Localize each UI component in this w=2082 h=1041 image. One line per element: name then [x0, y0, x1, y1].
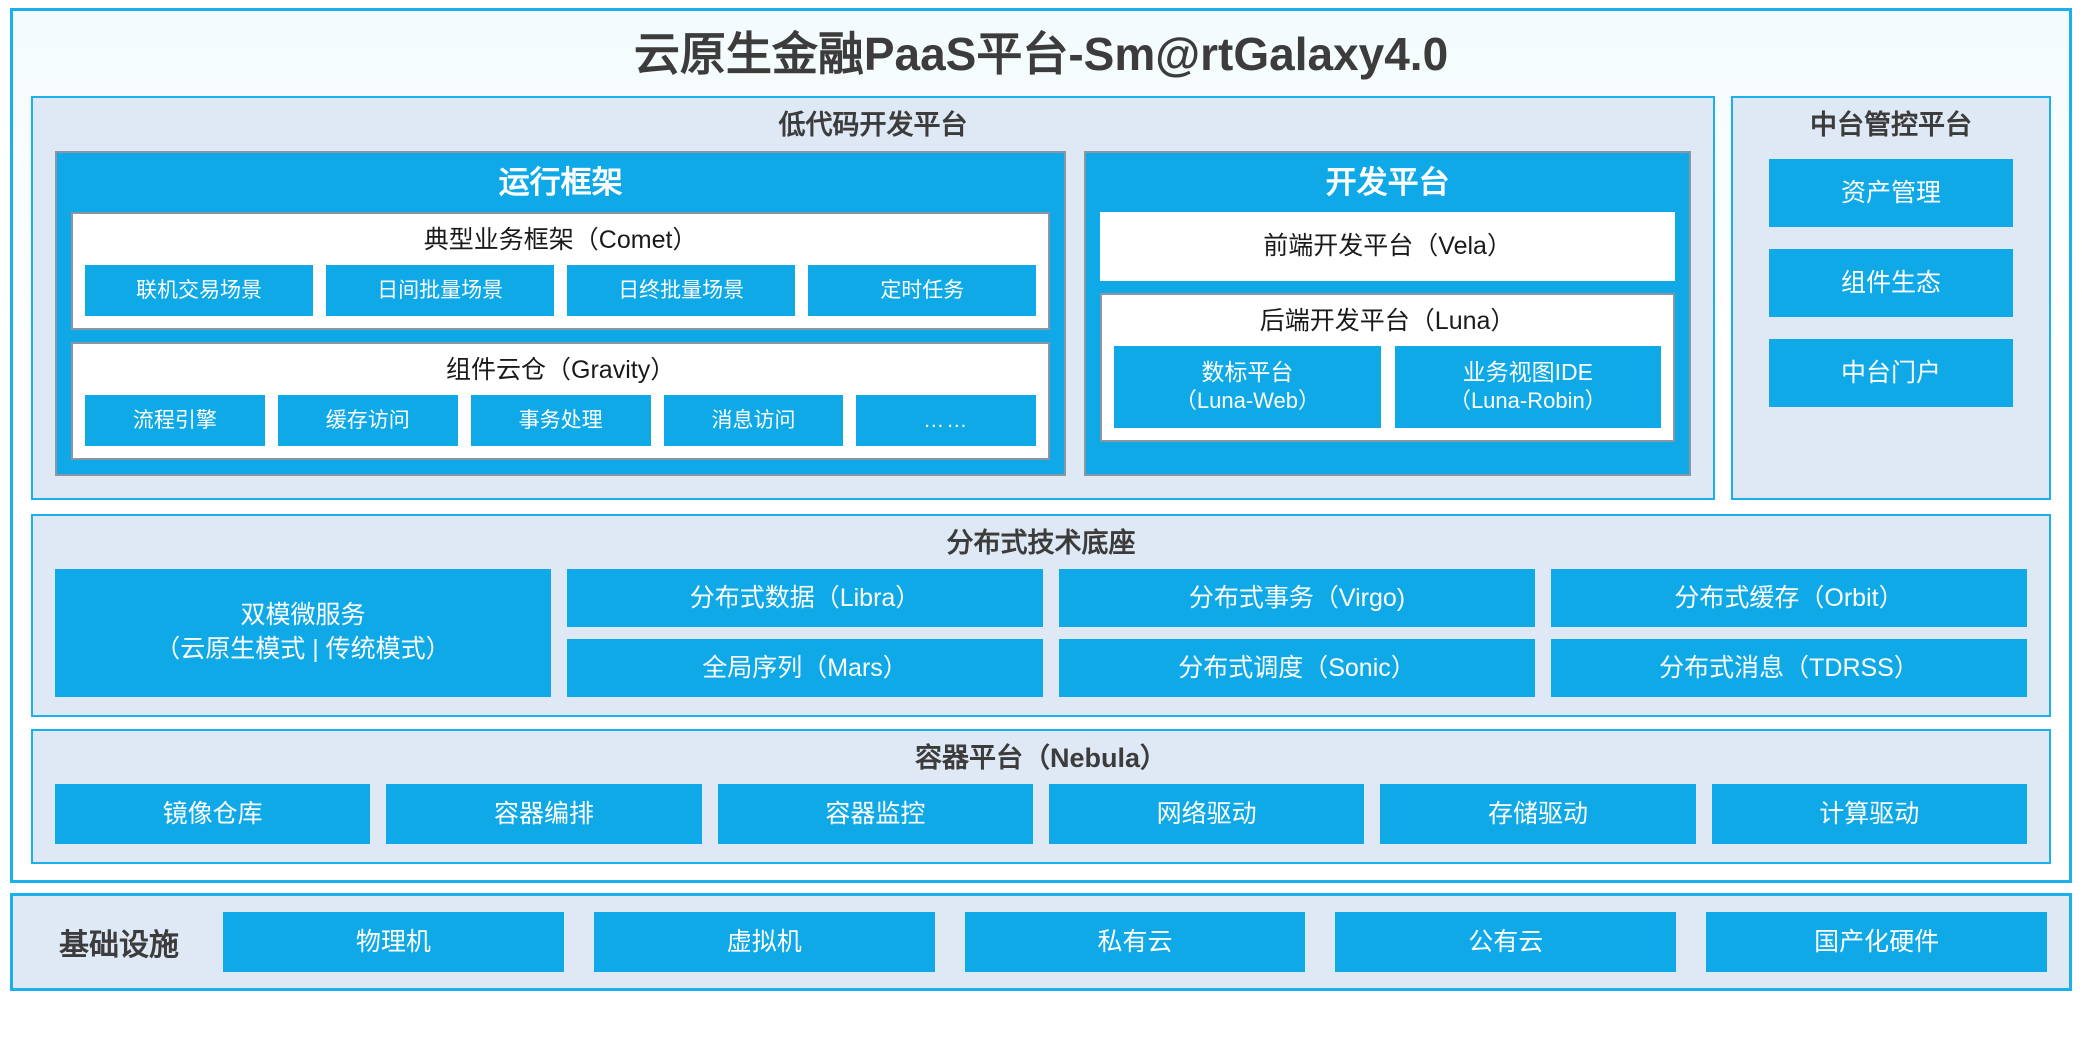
- lowcode-platform-panel: 低代码开发平台 运行框架 典型业务框架（Comet） 联机交易场景 日间批量场景…: [31, 95, 1715, 501]
- techbase-column-2: 分布式事务（Virgo) 分布式调度（Sonic）: [1059, 569, 1535, 698]
- development-platform-title: 开发平台: [1325, 164, 1450, 200]
- midplatform-panel: 中台管控平台 资产管理 组件生态 中台门户: [1731, 95, 2051, 501]
- infrastructure-chips: 物理机 虚拟机 私有云 公有云 国产化硬件: [223, 912, 2047, 973]
- techbase-column-1: 分布式数据（Libra） 全局序列（Mars）: [567, 569, 1043, 698]
- gravity-box: 组件云仓（Gravity） 流程引擎 缓存访问 事务处理 消息访问 ……: [71, 342, 1051, 461]
- runtime-framework-title: 运行框架: [498, 164, 623, 200]
- frontend-platform-label: 前端开发平台（Vela）: [1263, 232, 1512, 261]
- gravity-item-transaction-processing[interactable]: 事务处理: [470, 394, 651, 447]
- techbase-item-tdrss[interactable]: 分布式消息（TDRSS）: [1551, 639, 2027, 698]
- gravity-item-more[interactable]: ……: [856, 394, 1037, 447]
- infrastructure-item-virtual-machine[interactable]: 虚拟机: [593, 912, 935, 973]
- techbase-body: 双模微服务 （云原生模式 | 传统模式） 分布式数据（Libra） 全局序列（M…: [33, 569, 2049, 715]
- comet-box: 典型业务框架（Comet） 联机交易场景 日间批量场景 日终批量场景 定时任务: [71, 212, 1051, 331]
- techbase-item-libra[interactable]: 分布式数据（Libra）: [567, 569, 1043, 628]
- comet-chip-row: 联机交易场景 日间批量场景 日终批量场景 定时任务: [85, 265, 1037, 317]
- runtime-framework-card: 运行框架 典型业务框架（Comet） 联机交易场景 日间批量场景 日终批量场景 …: [55, 150, 1067, 477]
- container-item-network-driver[interactable]: 网络驱动: [1048, 784, 1365, 845]
- techbase-item-mars[interactable]: 全局序列（Mars）: [567, 639, 1043, 698]
- gravity-item-process-engine[interactable]: 流程引擎: [85, 394, 265, 447]
- luna-web-code: （Luna-Web）: [1174, 387, 1320, 413]
- midplatform-item-portal[interactable]: 中台门户: [1769, 338, 2013, 407]
- techbase-title: 分布式技术底座: [946, 528, 1136, 559]
- upper-row: 低代码开发平台 运行框架 典型业务框架（Comet） 联机交易场景 日间批量场景…: [13, 95, 2069, 501]
- lower-stack: 分布式技术底座 双模微服务 （云原生模式 | 传统模式） 分布式数据（Libra…: [13, 500, 2069, 865]
- microservice-name: 双模微服务: [240, 601, 366, 630]
- development-platform-card: 开发平台 前端开发平台（Vela） 后端开发平台（Luna） 数标平台 （Lun…: [1084, 150, 1691, 477]
- techbase-item-orbit[interactable]: 分布式缓存（Orbit）: [1551, 569, 2027, 628]
- frontend-platform-box[interactable]: 前端开发平台（Vela）: [1100, 212, 1675, 282]
- techbase-column-3: 分布式缓存（Orbit） 分布式消息（TDRSS）: [1551, 569, 2027, 698]
- techbase-item-virgo[interactable]: 分布式事务（Virgo): [1059, 569, 1535, 628]
- midplatform-title: 中台管控平台: [1810, 109, 1972, 140]
- backend-item-luna-web[interactable]: 数标平台 （Luna-Web）: [1114, 345, 1381, 429]
- luna-robin-name: 业务视图IDE: [1462, 358, 1593, 385]
- container-item-monitoring[interactable]: 容器监控: [717, 784, 1033, 845]
- comet-item-intraday-batch[interactable]: 日间批量场景: [326, 265, 555, 317]
- microservice-modes: （云原生模式 | 传统模式）: [155, 635, 451, 664]
- luna-web-name: 数标平台: [1201, 358, 1294, 385]
- container-item-compute-driver[interactable]: 计算驱动: [1711, 784, 2027, 845]
- lowcode-platform-body: 运行框架 典型业务框架（Comet） 联机交易场景 日间批量场景 日终批量场景 …: [33, 150, 1713, 499]
- techbase-item-dual-mode-microservice[interactable]: 双模微服务 （云原生模式 | 传统模式）: [55, 569, 551, 698]
- lowcode-platform-title: 低代码开发平台: [778, 109, 968, 140]
- luna-robin-code: （Luna-Robin）: [1448, 387, 1607, 413]
- container-platform-title: 容器平台（Nebula）: [914, 743, 1168, 774]
- gravity-title: 组件云仓（Gravity）: [446, 356, 676, 385]
- container-item-storage-driver[interactable]: 存储驱动: [1380, 784, 1696, 845]
- backend-platform-box: 后端开发平台（Luna） 数标平台 （Luna-Web） 业务视图IDE （Lu…: [1100, 293, 1675, 443]
- midplatform-list: 资产管理 组件生态 中台门户: [1733, 151, 2049, 407]
- comet-item-eod-batch[interactable]: 日终批量场景: [567, 265, 796, 317]
- infrastructure-label: 基础设施: [59, 929, 179, 963]
- techbase-panel: 分布式技术底座 双模微服务 （云原生模式 | 传统模式） 分布式数据（Libra…: [31, 514, 2051, 718]
- gravity-item-message-access[interactable]: 消息访问: [663, 394, 844, 447]
- page-title: 云原生金融PaaS平台-Sm@rtGalaxy4.0: [633, 28, 1449, 80]
- comet-item-scheduled-task[interactable]: 定时任务: [808, 265, 1037, 317]
- infrastructure-item-physical-machine[interactable]: 物理机: [223, 912, 564, 973]
- container-platform-panel: 容器平台（Nebula） 镜像仓库 容器编排 容器监控 网络驱动 存储驱动 计算…: [31, 729, 2051, 865]
- container-item-image-registry[interactable]: 镜像仓库: [55, 784, 371, 845]
- backend-chip-row: 数标平台 （Luna-Web） 业务视图IDE （Luna-Robin）: [1114, 345, 1662, 429]
- infrastructure-item-public-cloud[interactable]: 公有云: [1335, 912, 1677, 973]
- infrastructure-item-domestic-hardware[interactable]: 国产化硬件: [1706, 912, 2047, 973]
- container-item-orchestration[interactable]: 容器编排: [386, 784, 702, 845]
- techbase-item-sonic[interactable]: 分布式调度（Sonic）: [1059, 639, 1535, 698]
- comet-title: 典型业务框架（Comet）: [423, 226, 698, 255]
- container-platform-body: 镜像仓库 容器编排 容器监控 网络驱动 存储驱动 计算驱动: [33, 784, 2049, 862]
- midplatform-item-asset-management[interactable]: 资产管理: [1769, 158, 2013, 227]
- gravity-chip-row: 流程引擎 缓存访问 事务处理 消息访问 ……: [85, 394, 1037, 447]
- midplatform-item-component-ecosystem[interactable]: 组件生态: [1769, 248, 2013, 317]
- backend-platform-title: 后端开发平台（Luna）: [1259, 307, 1516, 336]
- infrastructure-item-private-cloud[interactable]: 私有云: [964, 912, 1306, 973]
- gravity-item-cache-access[interactable]: 缓存访问: [277, 394, 458, 447]
- comet-item-online-transaction[interactable]: 联机交易场景: [85, 265, 314, 317]
- infrastructure-panel: 基础设施 物理机 虚拟机 私有云 公有云 国产化硬件: [10, 893, 2072, 992]
- backend-item-luna-robin[interactable]: 业务视图IDE （Luna-Robin）: [1394, 345, 1662, 429]
- platform-frame: 云原生金融PaaS平台-Sm@rtGalaxy4.0 低代码开发平台 运行框架 …: [10, 8, 2072, 884]
